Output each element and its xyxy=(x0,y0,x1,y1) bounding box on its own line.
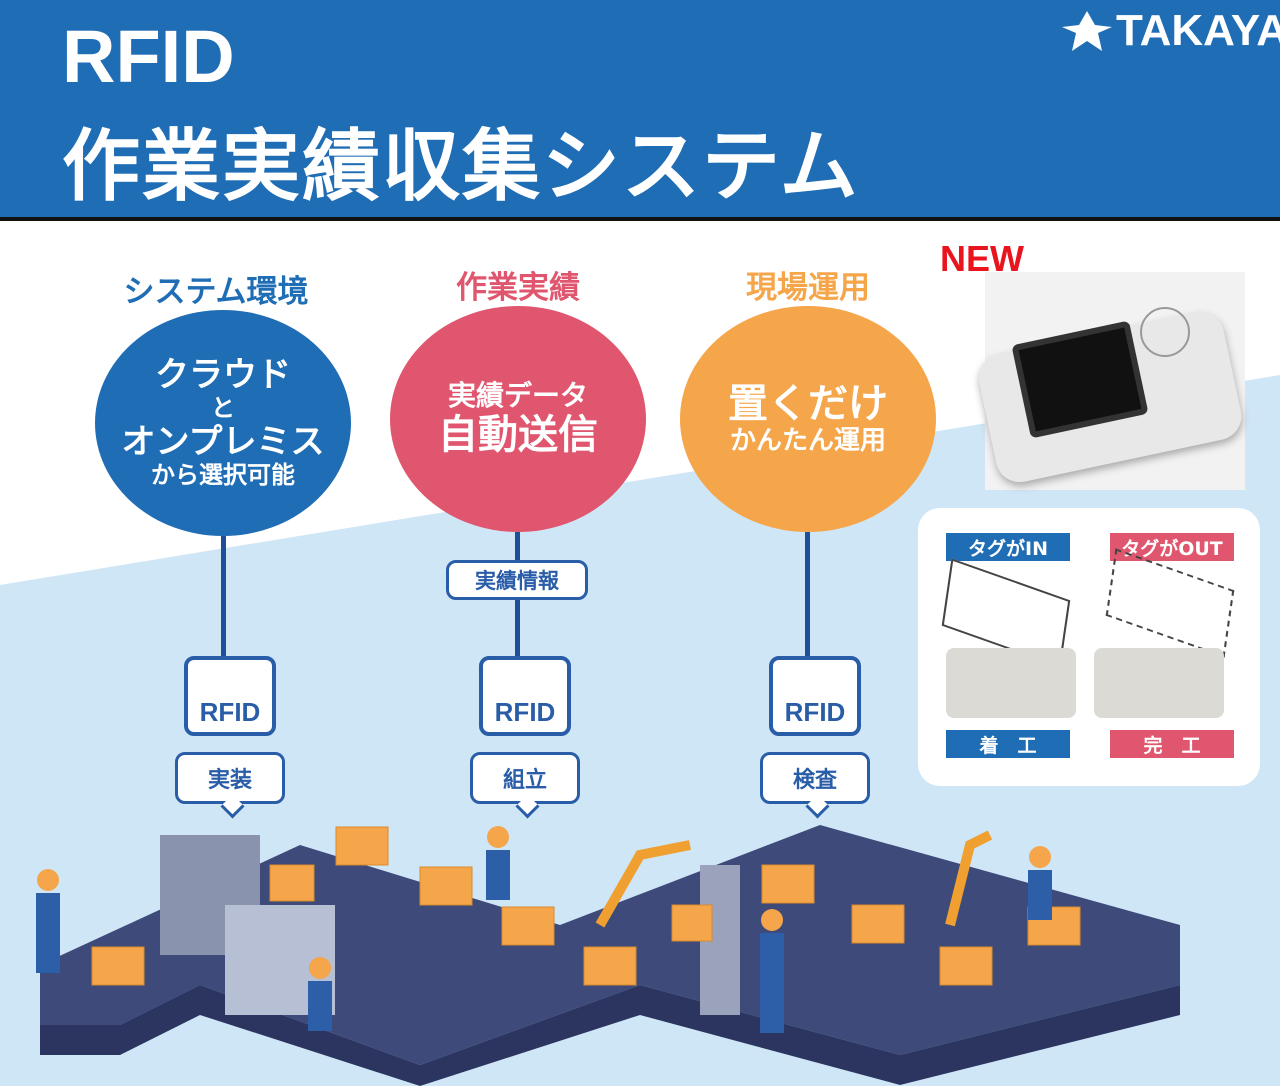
rfid-icon: RFID xyxy=(184,656,276,736)
circle-just-place: 置くだけ かんたん運用 xyxy=(680,306,936,532)
workers xyxy=(36,826,1052,1033)
circle-text: から選択可能 xyxy=(151,461,295,490)
rfid-icon: RFID xyxy=(769,656,861,736)
logo-text: TAKAYA xyxy=(1116,6,1280,55)
boxes xyxy=(91,826,1081,986)
rfid-icon: RFID xyxy=(479,656,571,736)
empty-tag-outline xyxy=(1105,548,1235,658)
tag-out-label: タグがOUT xyxy=(1110,533,1234,561)
circle-text: クラウド xyxy=(155,355,291,396)
station-label-mounting: 実装 xyxy=(175,752,285,804)
connector-line xyxy=(221,536,226,656)
tag-in-label: タグがIN xyxy=(946,533,1070,561)
circle-text: と xyxy=(211,394,235,423)
circle-text: 置くだけ xyxy=(728,381,888,428)
header-banner: RFID 作業実績収集システム TAKAYA xyxy=(0,0,1280,221)
heading-field-operation: 現場運用 xyxy=(746,270,870,306)
circle-text: 自動送信 xyxy=(438,412,598,459)
tag-in-out-panel: タグがIN タグがOUT 着 工 完 工 xyxy=(918,508,1260,786)
circle-cloud-onpremise: クラウド と オンプレミス から選択可能 xyxy=(95,310,351,536)
complete-work-label: 完 工 xyxy=(1110,730,1234,758)
start-work-label: 着 工 xyxy=(946,730,1070,758)
info-tag-results: 実績情報 xyxy=(446,560,588,600)
robot-arms xyxy=(595,830,993,928)
device-photo xyxy=(974,272,1246,490)
connector-line xyxy=(805,532,810,656)
heading-work-results: 作業実績 xyxy=(456,270,580,306)
circle-auto-send: 実績データ 自動送信 xyxy=(390,306,646,532)
logo-mark-icon xyxy=(1062,11,1112,51)
reader-device-in xyxy=(946,648,1076,718)
title-rfid: RFID xyxy=(62,15,235,98)
circle-text: オンプレミス xyxy=(121,422,325,462)
title-system: 作業実績収集システム xyxy=(62,122,860,212)
station-label-assembly: 組立 xyxy=(470,752,580,804)
reader-device-out xyxy=(1094,648,1224,718)
circle-text: 実績データ xyxy=(447,378,588,412)
station-label-inspection: 検査 xyxy=(760,752,870,804)
takaya-logo: TAKAYA xyxy=(1062,6,1280,56)
circle-text: かんたん運用 xyxy=(729,426,886,457)
heading-system-environment: システム環境 xyxy=(123,274,309,310)
